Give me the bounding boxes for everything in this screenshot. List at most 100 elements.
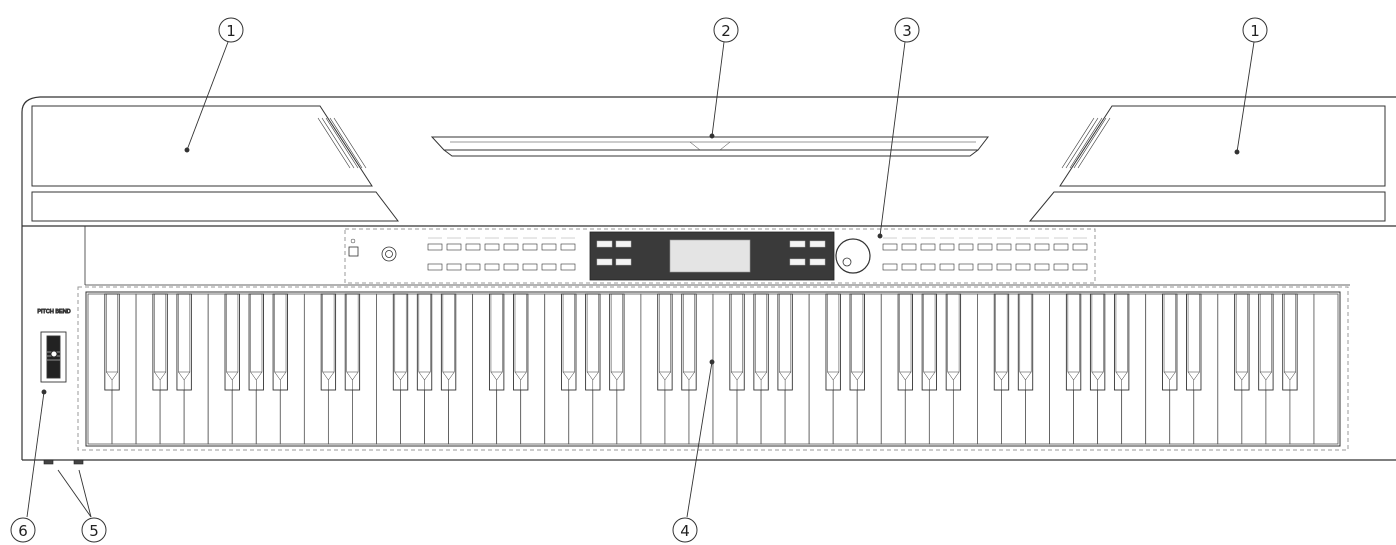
- panel-button[interactable]: [996, 243, 1012, 251]
- panel-button[interactable]: [484, 243, 500, 251]
- panel-button[interactable]: [1053, 263, 1069, 271]
- panel-button[interactable]: [958, 243, 974, 251]
- svg-text:5: 5: [89, 522, 99, 540]
- display-side-buttons: [596, 240, 826, 266]
- black-key[interactable]: [1258, 293, 1274, 391]
- black-key[interactable]: [777, 293, 793, 391]
- panel-button[interactable]: [522, 263, 538, 271]
- speaker-right: [1028, 105, 1386, 222]
- panel-button[interactable]: [1015, 263, 1031, 271]
- panel-button[interactable]: [920, 263, 936, 271]
- headphone-jack[interactable]: [73, 459, 84, 465]
- display-button[interactable]: [789, 240, 806, 248]
- panel-button[interactable]: [939, 243, 955, 251]
- black-key[interactable]: [104, 293, 120, 391]
- black-key[interactable]: [993, 293, 1010, 391]
- display-button[interactable]: [789, 258, 806, 266]
- black-key[interactable]: [440, 293, 457, 391]
- panel-button[interactable]: [901, 243, 917, 251]
- keyboard-frame: [85, 291, 1341, 447]
- headphone-jack[interactable]: [43, 459, 54, 465]
- panel-button[interactable]: [1015, 243, 1031, 251]
- black-key[interactable]: [849, 293, 865, 391]
- panel-button[interactable]: [541, 243, 557, 251]
- control-panel-outline: [344, 228, 1096, 284]
- display-button[interactable]: [596, 258, 613, 266]
- display-button[interactable]: [809, 240, 826, 248]
- lcd-screen: [669, 239, 751, 273]
- black-key[interactable]: [488, 293, 505, 391]
- black-key[interactable]: [945, 293, 962, 391]
- right-button-bank: [882, 237, 1088, 271]
- panel-button[interactable]: [1034, 263, 1050, 271]
- panel-button[interactable]: [882, 243, 898, 251]
- black-key[interactable]: [320, 293, 337, 391]
- panel-button[interactable]: [560, 263, 576, 271]
- black-key[interactable]: [657, 293, 673, 391]
- display-button[interactable]: [809, 258, 826, 266]
- black-key[interactable]: [1065, 293, 1082, 391]
- black-key[interactable]: [176, 293, 192, 391]
- black-key[interactable]: [921, 293, 938, 391]
- black-key[interactable]: [1186, 293, 1202, 391]
- svg-text:3: 3: [902, 22, 912, 40]
- black-key[interactable]: [1162, 293, 1178, 391]
- panel-button[interactable]: [484, 263, 500, 271]
- pitch-bend-wheel[interactable]: PITCH BEND: [37, 309, 71, 383]
- panel-button[interactable]: [977, 243, 993, 251]
- panel-button[interactable]: [465, 263, 481, 271]
- volume-knob[interactable]: [381, 246, 397, 262]
- panel-button[interactable]: [901, 263, 917, 271]
- white-key[interactable]: [1313, 293, 1339, 445]
- black-key[interactable]: [248, 293, 264, 391]
- display-button[interactable]: [615, 258, 632, 266]
- panel-button[interactable]: [1072, 263, 1088, 271]
- panel-button[interactable]: [427, 243, 443, 251]
- data-dial[interactable]: [835, 238, 871, 274]
- panel-button[interactable]: [958, 263, 974, 271]
- panel-button[interactable]: [446, 243, 462, 251]
- music-rest: [430, 136, 990, 157]
- panel-button[interactable]: [882, 263, 898, 271]
- panel-button[interactable]: [503, 243, 519, 251]
- panel-button[interactable]: [1053, 243, 1069, 251]
- panel-button[interactable]: [465, 243, 481, 251]
- black-key[interactable]: [272, 293, 288, 391]
- black-key[interactable]: [1234, 293, 1250, 391]
- black-key[interactable]: [609, 293, 625, 391]
- black-key[interactable]: [416, 293, 433, 391]
- black-key[interactable]: [152, 293, 168, 391]
- black-key[interactable]: [1113, 293, 1130, 391]
- power-button[interactable]: [348, 246, 359, 257]
- display-button[interactable]: [596, 240, 613, 248]
- panel-button[interactable]: [427, 263, 443, 271]
- pitch-bend-label: PITCH BEND: [37, 309, 70, 315]
- panel-button[interactable]: [939, 263, 955, 271]
- black-key[interactable]: [825, 293, 841, 391]
- panel-button[interactable]: [996, 263, 1012, 271]
- black-key[interactable]: [897, 293, 913, 391]
- panel-button[interactable]: [920, 243, 936, 251]
- panel-button[interactable]: [446, 263, 462, 271]
- black-key[interactable]: [224, 293, 240, 391]
- black-key[interactable]: [753, 293, 769, 391]
- black-key[interactable]: [1089, 293, 1106, 391]
- black-key[interactable]: [681, 293, 697, 391]
- black-key[interactable]: [585, 293, 601, 391]
- panel-button[interactable]: [977, 263, 993, 271]
- black-key[interactable]: [392, 293, 409, 391]
- black-key[interactable]: [1017, 293, 1034, 391]
- panel-button[interactable]: [1072, 243, 1088, 251]
- panel-button[interactable]: [541, 263, 557, 271]
- panel-button[interactable]: [1034, 243, 1050, 251]
- black-key[interactable]: [561, 293, 577, 391]
- panel-button[interactable]: [560, 243, 576, 251]
- display-button[interactable]: [615, 240, 632, 248]
- black-key[interactable]: [1282, 293, 1298, 391]
- black-key[interactable]: [513, 293, 529, 391]
- black-key[interactable]: [729, 293, 745, 391]
- black-key[interactable]: [344, 293, 361, 391]
- panel-button[interactable]: [522, 243, 538, 251]
- panel-button[interactable]: [503, 263, 519, 271]
